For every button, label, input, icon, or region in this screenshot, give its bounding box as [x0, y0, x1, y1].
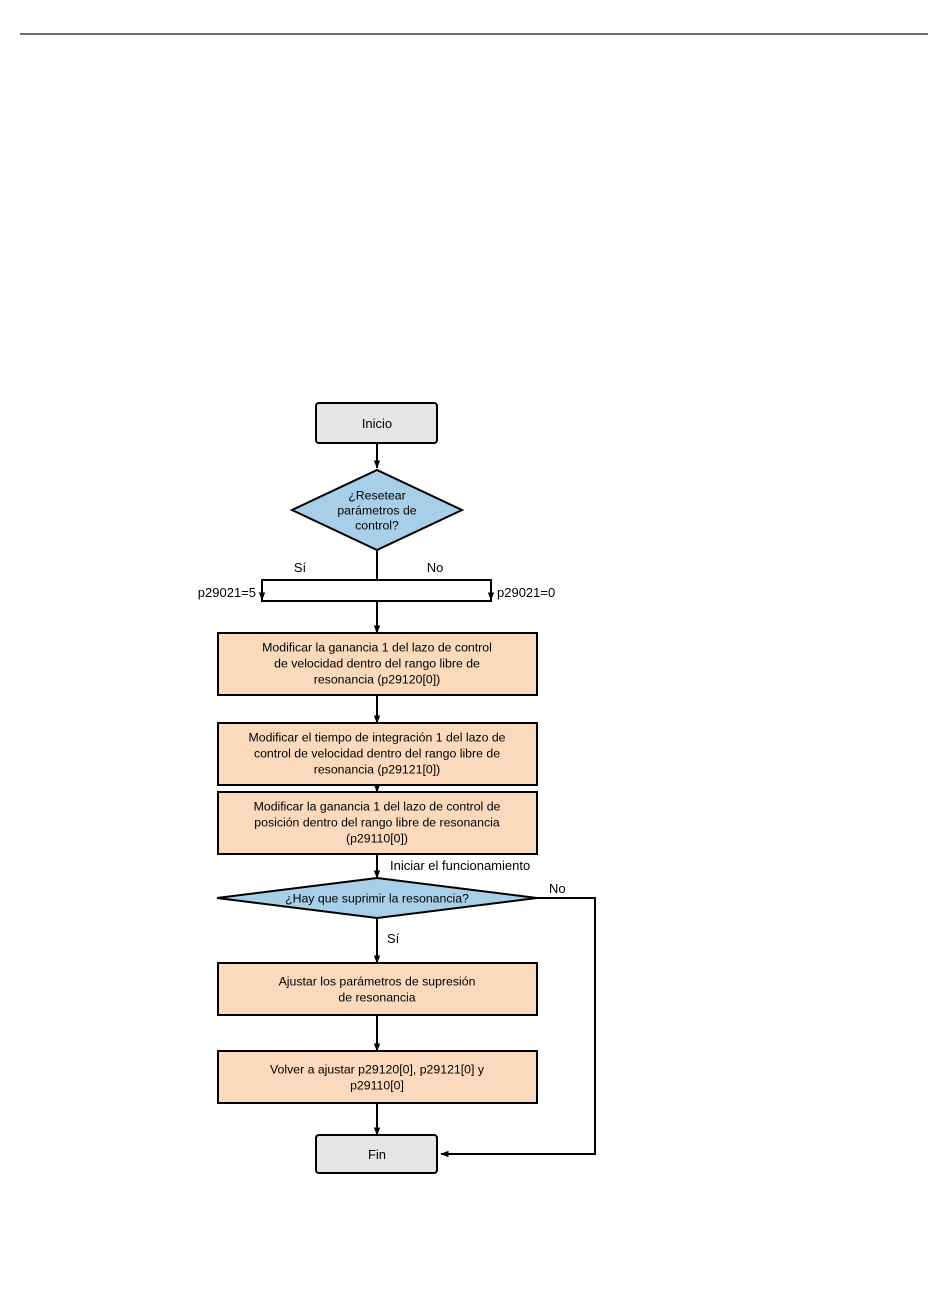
decision-resonance-label: ¿Hay que suprimir la resonancia? — [285, 891, 469, 905]
param-label-reset-no: p29021=0 — [497, 585, 555, 600]
process-readjust-label-line-2: p29110[0] — [350, 1078, 404, 1092]
decision-reset-label-line-3: control? — [355, 518, 399, 532]
edge-label-reset-yes: Sí — [294, 560, 307, 575]
decision-resonance-shape — [216, 876, 538, 920]
param-label-reset-yes: p29021=5 — [198, 585, 256, 600]
process-suppression-label-line-1: Ajustar los parámetros de supresión — [279, 974, 476, 988]
process-gain-position-label-line-2: posición dentro del rango libre de reson… — [254, 815, 500, 829]
node-process-suppression[interactable]: Ajustar los parámetros de supresión de r… — [217, 962, 538, 1016]
node-decision-resonance[interactable]: ¿Hay que suprimir la resonancia? — [216, 876, 538, 920]
decision-reset-label-line-1: ¿Resetear — [348, 488, 405, 502]
node-process-integration-time[interactable]: Modificar el tiempo de integración 1 del… — [217, 722, 538, 786]
process-gain-position-shape — [217, 791, 538, 855]
process-gain-position-label-line-1: Modificar la ganancia 1 del lazo de cont… — [254, 799, 501, 813]
edge-label-resonance-no: No — [549, 881, 566, 896]
node-process-readjust[interactable]: Volver a ajustar p29120[0], p29121[0] y … — [217, 1050, 538, 1104]
edge-label-resonance-yes: Sí — [387, 931, 400, 946]
edge-label-start-operation: Iniciar el funcionamiento — [390, 858, 530, 873]
node-process-gain-position[interactable]: Modificar la ganancia 1 del lazo de cont… — [217, 791, 538, 855]
process-integration-time-shape — [217, 722, 538, 786]
process-integration-time-label-line-3: resonancia (p29121[0]) — [314, 762, 440, 776]
connector-resonance-no-to-end — [440, 897, 596, 1158]
node-start-terminator[interactable]: Inicio — [315, 402, 438, 444]
decision-reset-shape — [289, 468, 465, 552]
process-gain-speed-label-line-1: Modificar la ganancia 1 del lazo de cont… — [262, 640, 492, 654]
process-gain-position-label-line-3: (p29110[0]) — [346, 831, 408, 845]
start-terminator-shape — [315, 402, 438, 444]
process-gain-speed-shape — [217, 632, 538, 696]
process-suppression-shape — [217, 962, 538, 1016]
end-terminator-shape — [315, 1134, 438, 1174]
process-integration-time-label-line-1: Modificar el tiempo de integración 1 del… — [248, 730, 505, 744]
end-terminator-label: Fin — [368, 1147, 386, 1162]
node-process-gain-speed[interactable]: Modificar la ganancia 1 del lazo de cont… — [217, 632, 538, 696]
start-terminator-label: Inicio — [362, 416, 392, 431]
node-decision-reset[interactable]: ¿Resetear parámetros de control? — [289, 468, 465, 552]
process-suppression-label-line-2: de resonancia — [338, 990, 415, 1004]
edge-label-reset-no: No — [427, 560, 444, 575]
process-integration-time-label-line-2: control de velocidad dentro del rango li… — [254, 746, 500, 760]
process-readjust-shape — [217, 1050, 538, 1104]
process-readjust-label-line-1: Volver a ajustar p29120[0], p29121[0] y — [270, 1062, 485, 1076]
merge-junction-bar — [261, 579, 492, 602]
node-end-terminator[interactable]: Fin — [315, 1134, 438, 1174]
process-gain-speed-label-line-2: de velocidad dentro del rango libre de — [274, 656, 480, 670]
header-divider-rule — [20, 33, 928, 35]
decision-reset-label-line-2: parámetros de — [337, 503, 416, 517]
process-gain-speed-label-line-3: resonancia (p29120[0]) — [314, 672, 440, 686]
